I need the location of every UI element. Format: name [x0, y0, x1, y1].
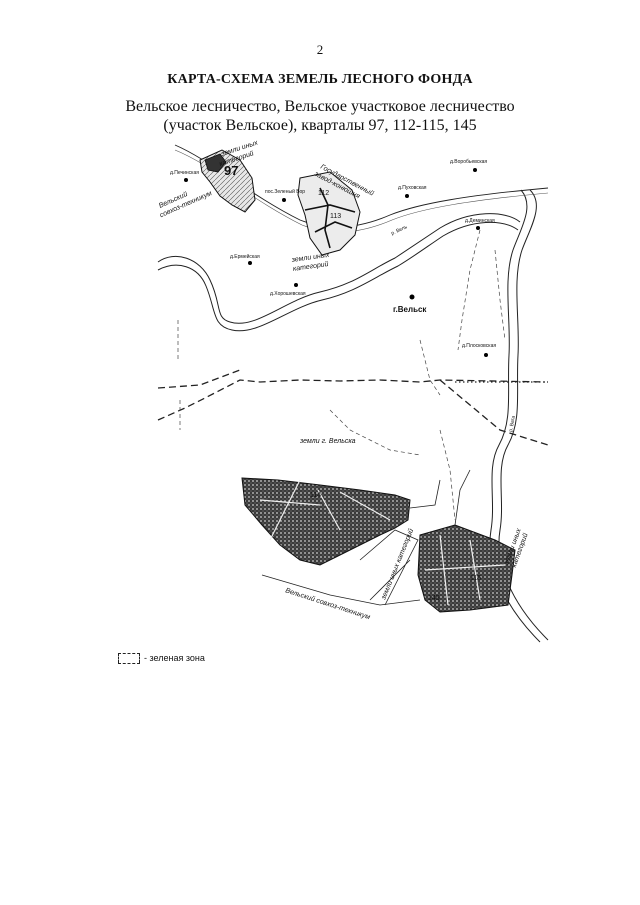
label-river-vaga: р. Вага — [508, 415, 517, 432]
corridor-bottom — [359, 529, 419, 606]
legend-green-zone-label: - зеленая зона — [144, 653, 205, 663]
settlement-pukhovskaya: д.Пуховская — [398, 185, 427, 191]
page-subtitle: Вельское лесничество, Вельское участково… — [0, 97, 640, 135]
label-sovkhoz-bottom: Вельский совхоз-техникум — [284, 586, 371, 621]
stud-farm-forest — [297, 171, 361, 256]
subtitle-line-2: (участок Вельское), кварталы 97, 112-115… — [163, 117, 477, 134]
quarter-114-label: 114 — [310, 492, 321, 499]
forest-block-right — [417, 524, 516, 613]
forest-left-roads — [259, 479, 391, 541]
settlement-ploskovskaya: д.Плосковская — [462, 343, 496, 349]
settlement-zeleny-bor: пос.Зеленый Бор — [265, 188, 305, 195]
green-zone-boundary — [157, 379, 546, 421]
label-river-vel: р. Вель — [390, 224, 408, 237]
quarter-113-label: 113 — [330, 213, 341, 220]
green-zone-boundary-2 — [157, 369, 549, 446]
forest-right-roads — [424, 534, 506, 606]
settlement-dot — [473, 168, 477, 172]
settlement-dot — [409, 294, 415, 300]
settlement-ermeyskaya: д.Ермейская — [230, 253, 260, 260]
forest-block-left — [241, 477, 411, 566]
sovkhoz-boundary-bottom — [261, 574, 421, 606]
quarter-115-label: 115 — [470, 575, 481, 582]
settlement-dot — [248, 261, 252, 265]
stud-farm-roads — [304, 187, 356, 249]
town-velsk: г.Вельск — [393, 305, 427, 314]
settlement-dot — [405, 194, 409, 198]
quarter-145-label: 145 — [428, 595, 440, 602]
quarter-97-label: 97 — [224, 163, 238, 178]
settlement-khoroshevskaya: д.Хорошевская — [270, 291, 306, 297]
settlement-dot — [476, 226, 480, 230]
label-town-lands: земли г. Вельска — [299, 438, 356, 445]
green-zone-swatch-icon — [118, 653, 140, 664]
page-number: 2 — [316, 42, 324, 57]
subtitle-line-1: Вельское лесничество, Вельское участково… — [125, 98, 515, 115]
settlement-dot — [282, 198, 286, 202]
settlement-deminskaya: д.Деминская — [465, 218, 495, 224]
map-legend: - зеленая зона — [118, 653, 205, 664]
label-other-lands-center: земли иных категорий — [290, 251, 333, 273]
admin-boundary — [177, 229, 506, 521]
settlement-dot — [184, 178, 188, 182]
road-bottom — [409, 469, 471, 526]
quarter-97-dark — [204, 153, 227, 173]
river-vel — [157, 213, 521, 324]
river-vel-bank — [157, 221, 519, 332]
label-sovkhoz-top: Вельский совхоз-техникум — [155, 181, 213, 219]
settlement-pechinskaya: д.Печинская — [170, 170, 199, 176]
page-title: КАРТА-СХЕМА ЗЕМЕЛЬ ЛЕСНОГО ФОНДА — [167, 72, 473, 87]
settlement-vorobyevskaya: д.Воробьевская — [450, 159, 487, 165]
settlement-dot — [484, 353, 488, 357]
settlement-dot — [294, 283, 298, 287]
quarter-112-label: 112 — [318, 190, 329, 197]
